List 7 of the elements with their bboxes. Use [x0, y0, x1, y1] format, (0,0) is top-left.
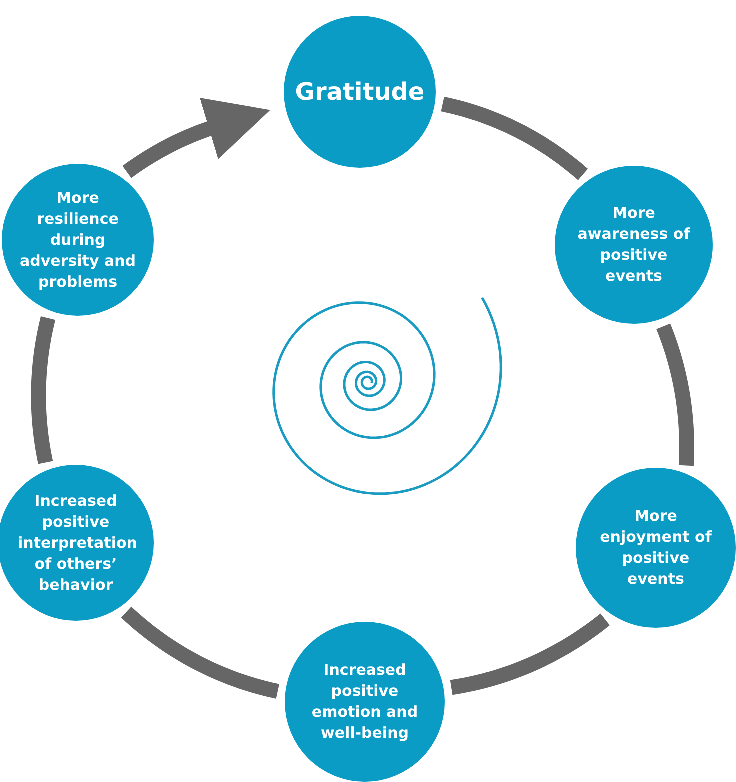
node-label: More awareness of positive events	[576, 203, 692, 287]
node-label: More enjoyment of positive events	[599, 506, 713, 590]
node-label: More resilience during adversity and problems	[20, 188, 136, 292]
arrow	[120, 98, 270, 180]
node-label: Increased positive interpretation of others’ behavior	[18, 490, 134, 596]
node-label: Increased positive emotion and well-being	[310, 660, 420, 744]
node-title: Gratitude	[295, 77, 425, 107]
